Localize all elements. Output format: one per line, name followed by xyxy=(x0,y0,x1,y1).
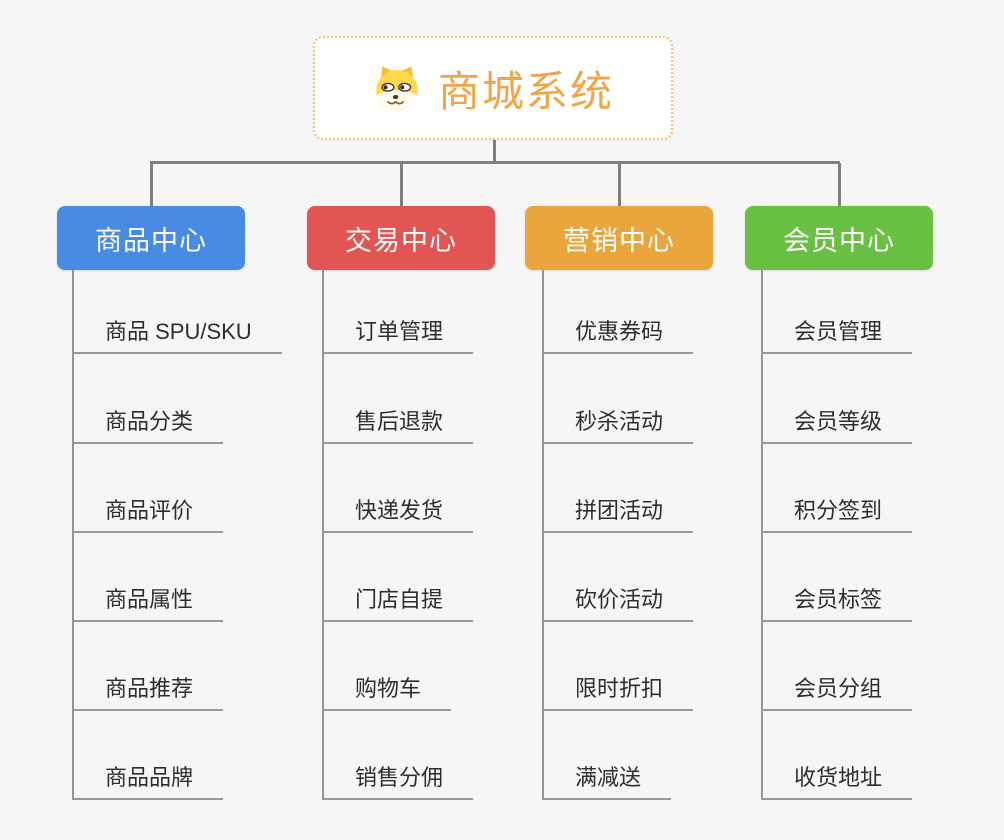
branch-label: 会员中心 xyxy=(783,225,895,256)
trunk-line-marketing-center xyxy=(542,270,544,800)
leaf-node-product-center-4[interactable]: 商品推荐 xyxy=(72,674,224,711)
connector-bus xyxy=(149,161,840,164)
leaf-node-trade-center-4[interactable]: 购物车 xyxy=(322,674,452,711)
leaf-node-marketing-center-4[interactable]: 限时折扣 xyxy=(542,674,694,711)
branch-node-trade-center[interactable]: 交易中心 xyxy=(307,206,495,270)
branch-label: 交易中心 xyxy=(345,225,457,256)
leaf-node-member-center-0[interactable]: 会员管理 xyxy=(761,317,913,354)
leaf-node-trade-center-1[interactable]: 售后退款 xyxy=(322,407,474,444)
leaf-node-product-center-2[interactable]: 商品评价 xyxy=(72,496,224,533)
leaf-node-trade-center-3[interactable]: 门店自提 xyxy=(322,585,474,622)
leaf-node-member-center-2[interactable]: 积分签到 xyxy=(761,496,913,533)
leaf-node-marketing-center-1[interactable]: 秒杀活动 xyxy=(542,407,694,444)
trunk-line-member-center xyxy=(761,270,763,800)
leaf-node-product-center-5[interactable]: 商品品牌 xyxy=(72,763,224,800)
trunk-line-trade-center xyxy=(322,270,324,800)
branch-node-product-center[interactable]: 商品中心 xyxy=(57,206,245,270)
leaf-node-member-center-4[interactable]: 会员分组 xyxy=(761,674,913,711)
leaf-node-trade-center-5[interactable]: 销售分佣 xyxy=(322,763,474,800)
dog-face-icon xyxy=(376,66,418,112)
leaf-node-trade-center-2[interactable]: 快递发货 xyxy=(322,496,474,533)
connector-drop-member-center xyxy=(837,163,841,206)
leaf-node-product-center-0[interactable]: 商品 SPU/SKU xyxy=(72,317,282,354)
connector-drop-trade-center xyxy=(399,163,403,206)
connector-drop-marketing-center xyxy=(617,163,621,206)
root-node[interactable]: 商城系统 xyxy=(313,36,673,140)
branch-node-member-center[interactable]: 会员中心 xyxy=(745,206,933,270)
leaf-node-product-center-1[interactable]: 商品分类 xyxy=(72,407,224,444)
branch-label: 商品中心 xyxy=(95,225,207,256)
branch-label: 营销中心 xyxy=(563,225,675,256)
leaf-node-product-center-3[interactable]: 商品属性 xyxy=(72,585,224,622)
connector-root-drop xyxy=(492,140,496,164)
leaf-node-member-center-5[interactable]: 收货地址 xyxy=(761,763,913,800)
leaf-node-trade-center-0[interactable]: 订单管理 xyxy=(322,317,474,354)
leaf-node-marketing-center-3[interactable]: 砍价活动 xyxy=(542,585,694,622)
root-title: 商城系统 xyxy=(437,67,614,115)
leaf-node-member-center-3[interactable]: 会员标签 xyxy=(761,585,913,622)
trunk-line-product-center xyxy=(72,270,74,800)
leaf-node-member-center-1[interactable]: 会员等级 xyxy=(761,407,913,444)
branch-node-marketing-center[interactable]: 营销中心 xyxy=(525,206,713,270)
leaf-node-marketing-center-2[interactable]: 拼团活动 xyxy=(542,496,694,533)
leaf-node-marketing-center-0[interactable]: 优惠券码 xyxy=(542,317,694,354)
leaf-node-marketing-center-5[interactable]: 满减送 xyxy=(542,763,672,800)
connector-drop-product-center xyxy=(149,163,153,206)
